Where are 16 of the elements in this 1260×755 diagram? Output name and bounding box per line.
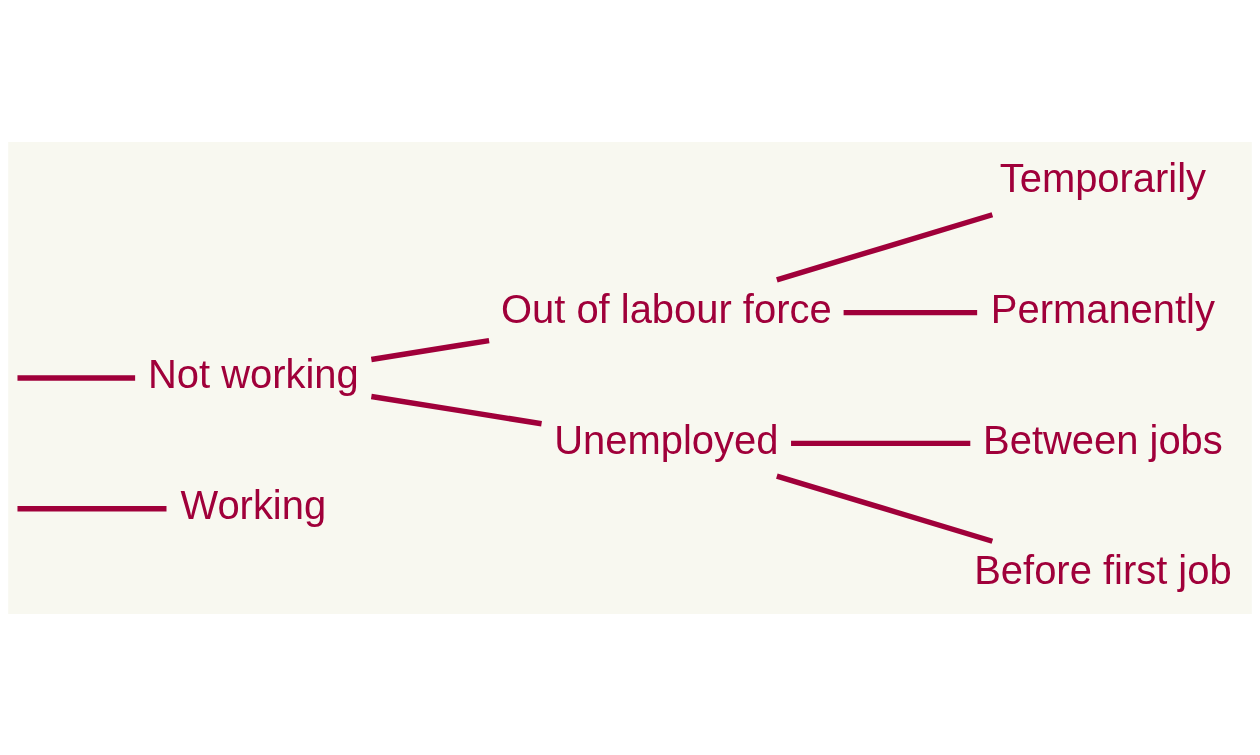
node-text: Unemployed bbox=[554, 417, 779, 462]
node-text: Not working bbox=[147, 351, 359, 396]
node-text: Permanently bbox=[990, 286, 1215, 331]
node-text: Between jobs bbox=[983, 417, 1223, 462]
node-text: Temporarily bbox=[999, 155, 1207, 200]
connector bbox=[370, 337, 490, 362]
connector bbox=[776, 473, 994, 544]
node-text: Before first job bbox=[974, 547, 1232, 592]
connector bbox=[17, 374, 136, 381]
connector bbox=[843, 309, 978, 315]
connector bbox=[776, 211, 994, 282]
node-text: Out of labour force bbox=[500, 286, 832, 331]
connector bbox=[370, 393, 542, 426]
connector bbox=[17, 505, 167, 511]
connector bbox=[791, 440, 971, 446]
node-text: Working bbox=[180, 482, 327, 527]
